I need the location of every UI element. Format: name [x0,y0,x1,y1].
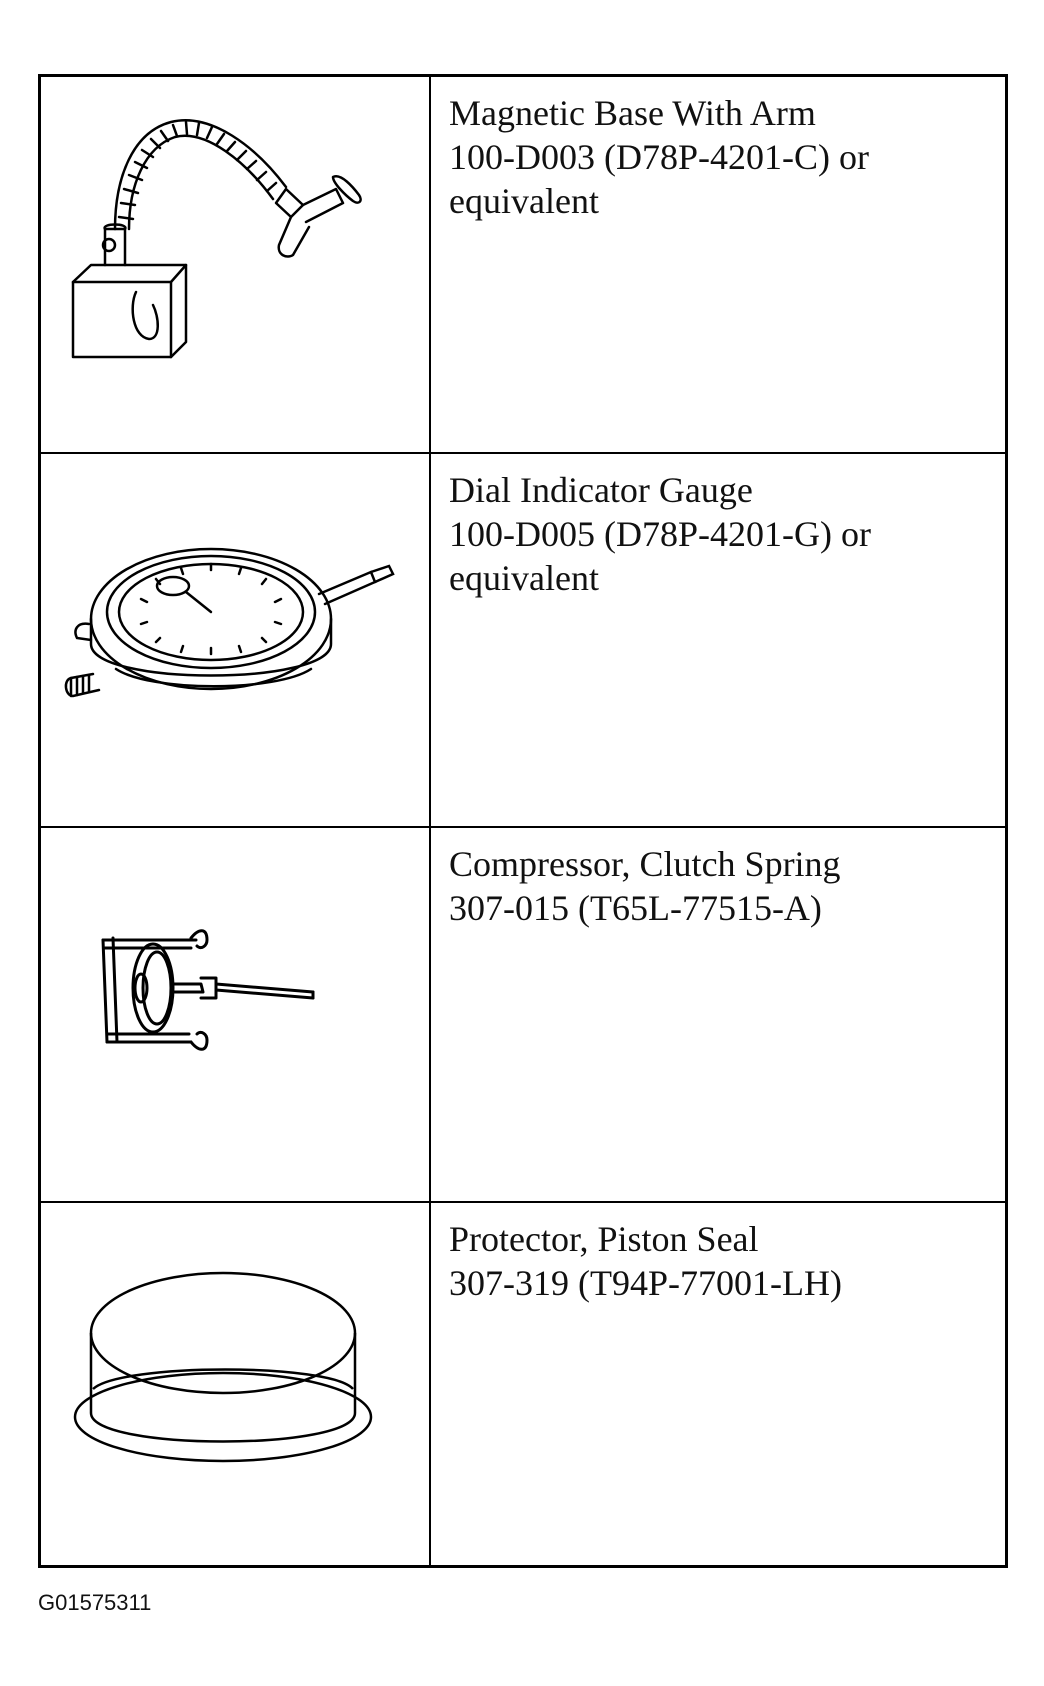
piston-seal-protector-icon [73,1271,373,1463]
tool-description: Protector, Piston Seal 307-319 (T94P-770… [449,1217,995,1305]
tool-name: Compressor, Clutch Spring [449,844,841,884]
clutch-spring-compressor-icon [101,929,315,1051]
tool-description: Magnetic Base With Arm 100-D003 (D78P-42… [449,91,995,223]
tool-row: Protector, Piston Seal 307-319 (T94P-770… [41,1203,1005,1565]
tool-row: Compressor, Clutch Spring 307-015 (T65L-… [41,828,1005,1203]
tool-name: Dial Indicator Gauge [449,470,753,510]
tool-description: Dial Indicator Gauge 100-D005 (D78P-4201… [449,468,995,600]
special-tools-table: Magnetic Base With Arm 100-D003 (D78P-42… [38,74,1008,1568]
tool-part-number: 100-D003 (D78P-4201-C) or [449,137,869,177]
tool-name: Magnetic Base With Arm [449,93,816,133]
tool-description: Compressor, Clutch Spring 307-015 (T65L-… [449,842,995,930]
tool-part-number: 307-015 (T65L-77515-A) [449,888,822,928]
figure-id: G01575311 [38,1590,152,1615]
magnetic-base-icon [71,119,362,359]
tool-illustration-cell [41,828,431,1201]
tool-part-number: 307-319 (T94P-77001-LH) [449,1263,842,1303]
tool-illustration-cell [41,454,431,826]
tool-illustration-cell [41,1203,431,1565]
tool-note: equivalent [449,558,599,598]
tool-row: Magnetic Base With Arm 100-D003 (D78P-42… [41,77,1005,454]
tool-row: Dial Indicator Gauge 100-D005 (D78P-4201… [41,454,1005,828]
tool-name: Protector, Piston Seal [449,1219,759,1259]
dial-indicator-icon [64,547,395,698]
tool-part-number: 100-D005 (D78P-4201-G) or [449,514,871,554]
tool-illustration-cell [41,77,431,452]
tool-note: equivalent [449,181,599,221]
